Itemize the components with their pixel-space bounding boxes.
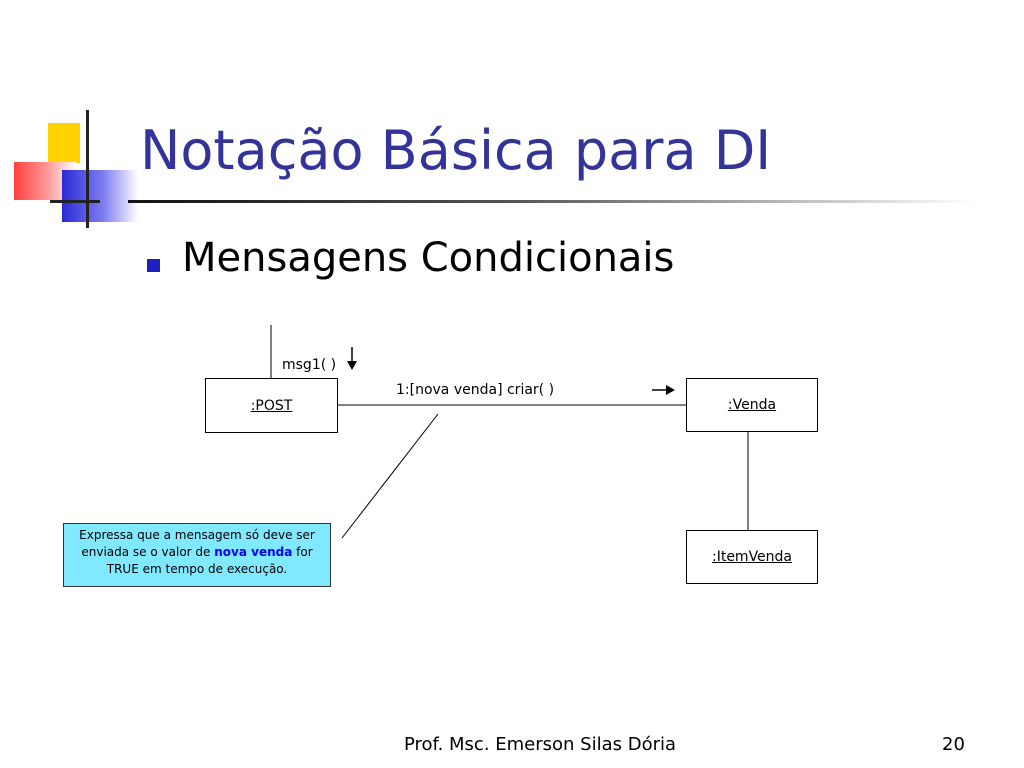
object-itemvenda-label: :ItemVenda xyxy=(711,549,793,565)
logo-vertical-line xyxy=(86,110,89,228)
object-itemvenda: :ItemVenda xyxy=(686,530,818,584)
condition-note: Expressa que a mensagem só deve ser envi… xyxy=(63,523,331,587)
msg1-arrow-down-icon xyxy=(347,347,357,370)
object-post: :POST xyxy=(205,378,338,433)
note-highlight: nova venda xyxy=(214,545,293,559)
object-post-label: :POST xyxy=(250,397,293,414)
msg1-label: msg1( ) xyxy=(282,357,337,373)
criar-message-label: 1:[nova venda] criar( ) xyxy=(396,382,555,398)
footer-author: Prof. Msc. Emerson Silas Dória xyxy=(404,734,677,755)
object-venda-label: :Venda xyxy=(727,397,777,413)
logo-horizontal-line xyxy=(50,200,100,203)
bullet-square-icon xyxy=(147,259,160,272)
note-text-part1: Expressa que a mensagem só deve ser envi… xyxy=(79,528,315,559)
slide-title: Notação Básica para DI xyxy=(140,119,772,182)
object-venda: :Venda xyxy=(686,378,818,432)
criar-arrow-right-icon xyxy=(652,385,675,395)
logo-yellow-square xyxy=(48,123,80,163)
note-connector xyxy=(341,413,439,539)
note-text-part2: for TRUE em tempo de execução. xyxy=(106,545,313,576)
title-underline-rule xyxy=(128,200,978,203)
bullet-text: Mensagens Condicionais xyxy=(182,235,675,281)
page-number: 20 xyxy=(942,734,965,755)
logo-blue-square xyxy=(62,170,138,222)
